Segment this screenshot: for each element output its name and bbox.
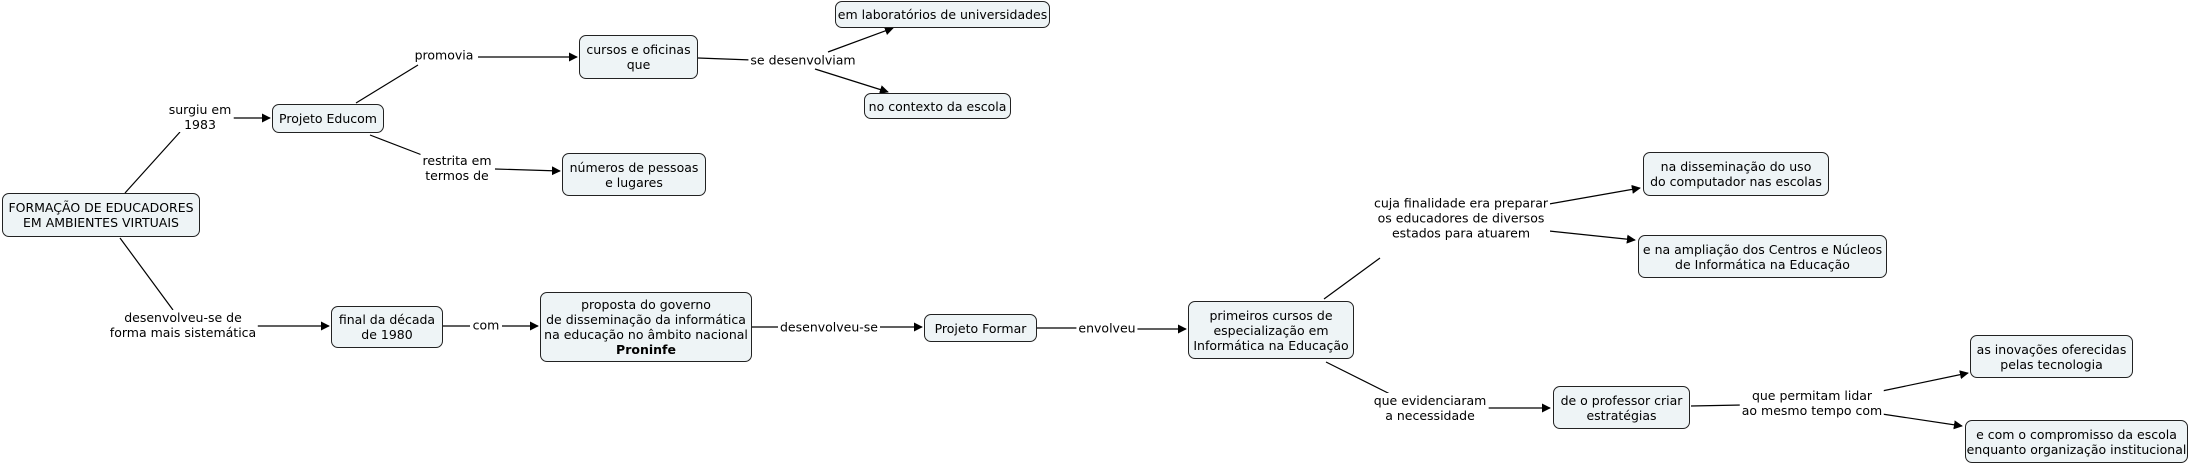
link-surgiu-line-2: 1983 xyxy=(184,117,216,132)
node-root-line-1: FORMAÇÃO DE EDUCADORES xyxy=(8,200,194,215)
edge-root-sistematica xyxy=(119,237,174,311)
edge-primeiros-evidenciaram xyxy=(1325,361,1391,395)
node-professor-estrategias[interactable]: de o professor criar estratégias xyxy=(1553,386,1690,429)
node-professor-line-1: de o professor criar xyxy=(1560,392,1683,408)
link-com: com xyxy=(470,317,502,333)
link-envolveu: envolveu xyxy=(1076,320,1138,336)
node-cursos-line-2: que xyxy=(626,57,651,72)
edge-finalidade-disseminacao xyxy=(1548,184,1641,205)
node-numeros-pessoas[interactable]: números de pessoas e lugares xyxy=(562,153,706,196)
link-permitam-line-1: que permitam lidar xyxy=(1751,388,1873,403)
link-restrita-line-1: restrita em xyxy=(422,153,492,168)
link-finalidade-line-1: cuja finalidade era preparar xyxy=(1374,195,1548,211)
node-projeto-formar[interactable]: Projeto Formar xyxy=(924,314,1037,342)
node-formar-line-1: Projeto Formar xyxy=(934,320,1027,336)
node-primeiros-line-3: Informática na Educação xyxy=(1193,337,1349,353)
link-sistematica-line-1: desenvolveu-se de xyxy=(124,310,242,325)
link-finalidade-line-3: estados para atuarem xyxy=(1391,225,1531,241)
node-proposta-line-2: de disseminação da informática xyxy=(546,312,746,327)
link-que-permitam: que permitam lidar ao mesmo tempo com xyxy=(1739,388,1885,418)
node-proposta-line-1: proposta do governo xyxy=(581,297,711,312)
edge-professor-permitam xyxy=(1690,404,1743,407)
node-final-line-2: de 1980 xyxy=(361,327,413,342)
edge-restrita-numeros xyxy=(494,166,561,176)
link-com-line-1: com xyxy=(472,317,500,333)
node-disseminacao-line-1: na disseminação do uso xyxy=(1660,159,1812,174)
link-cuja-finalidade: cuja finalidade era preparar os educador… xyxy=(1372,195,1550,241)
node-laboratorios[interactable]: em laboratórios de universidades xyxy=(835,1,1050,28)
link-restrita-line-2: termos de xyxy=(425,168,489,183)
edge-permitam-inovacoes xyxy=(1881,370,1969,392)
node-professor-line-2: estratégias xyxy=(1586,407,1657,423)
node-proposta-governo[interactable]: proposta do governo de disseminação da i… xyxy=(540,292,752,362)
link-desenvolveu-se: desenvolveu-se xyxy=(778,319,880,335)
node-proposta-line-3: na educação no âmbito nacional xyxy=(544,327,748,342)
node-contexto-line-1: no contexto da escola xyxy=(868,98,1007,114)
link-promovia: promovia xyxy=(412,47,476,63)
node-inovacoes[interactable]: as inovações oferecidas pelas tecnologia xyxy=(1970,335,2133,378)
node-ampliacao-centros[interactable]: e na ampliação dos Centros e Núcleos de … xyxy=(1638,235,1887,278)
node-numeros-line-2: e lugares xyxy=(605,174,663,190)
link-surgiu-em: surgiu em 1983 xyxy=(166,102,234,132)
link-permitam-line-2: ao mesmo tempo com xyxy=(1741,403,1883,418)
node-cursos-oficinas[interactable]: cursos e oficinas que xyxy=(579,35,698,79)
node-compromisso-line-1: e com o compromisso da escola xyxy=(1976,426,2177,442)
edge-cursos-desenvolviam xyxy=(697,57,753,61)
link-sistematica-line-2: forma mais sistemática xyxy=(109,325,257,340)
edge-desenvolviam-contexto xyxy=(814,68,889,94)
edge-primeiros-finalidade xyxy=(1323,257,1381,300)
link-que-evidenciaram: que evidenciaram a necessidade xyxy=(1371,393,1489,423)
node-primeiros-cursos[interactable]: primeiros cursos de especialização em In… xyxy=(1188,301,1354,359)
link-desenvolveu-sistematica: desenvolveu-se de forma mais sistemática xyxy=(107,310,259,340)
link-desenvolveu-line-1: desenvolveu-se xyxy=(780,319,878,335)
link-envolveu-line-1: envolveu xyxy=(1078,320,1136,336)
link-evidenciaram-line-2: a necessidade xyxy=(1385,408,1475,423)
link-desenvolviam-line-1: se desenvolviam xyxy=(750,52,856,68)
node-final-line-1: final da década xyxy=(338,312,436,327)
edge-educom-promovia xyxy=(355,64,419,104)
node-primeiros-line-2: especialização em xyxy=(1213,322,1329,338)
node-compromisso-line-2: enquanto organização institucional xyxy=(1966,441,2187,457)
node-compromisso-escola[interactable]: e com o compromisso da escola enquanto o… xyxy=(1965,420,2188,463)
link-promovia-line-1: promovia xyxy=(414,47,474,63)
node-ampliacao-line-1: e na ampliação dos Centros e Núcleos xyxy=(1642,241,1883,257)
edge-root-surgiu xyxy=(124,131,181,194)
node-root-line-2: EM AMBIENTES VIRTUAIS xyxy=(23,215,179,230)
node-inovacoes-line-1: as inovações oferecidas xyxy=(1976,341,2127,357)
node-educom-line-1: Projeto Educom xyxy=(279,111,377,126)
node-proposta-bold: Proninfe xyxy=(616,342,676,357)
link-finalidade-line-2: os educadores de diversos xyxy=(1377,210,1545,226)
link-evidenciaram-line-1: que evidenciaram xyxy=(1373,393,1487,408)
node-final-decada[interactable]: final da década de 1980 xyxy=(331,306,443,348)
node-ampliacao-line-2: de Informática na Educação xyxy=(1675,256,1850,272)
link-restrita-em: restrita em termos de xyxy=(420,153,494,183)
node-cursos-line-1: cursos e oficinas xyxy=(586,42,691,57)
node-disseminacao-uso[interactable]: na disseminação do uso do computador nas… xyxy=(1643,152,1829,196)
edge-finalidade-ampliacao xyxy=(1548,230,1636,244)
node-contexto-escola[interactable]: no contexto da escola xyxy=(864,93,1011,119)
link-se-desenvolviam: se desenvolviam xyxy=(748,52,858,68)
node-primeiros-line-1: primeiros cursos de xyxy=(1209,307,1333,323)
edge-desenvolviam-labs xyxy=(827,26,894,53)
node-labs-line-1: em laboratórios de universidades xyxy=(837,7,1048,22)
node-projeto-educom[interactable]: Projeto Educom xyxy=(272,104,384,133)
edge-educom-restrita xyxy=(369,134,423,156)
node-numeros-line-1: números de pessoas xyxy=(569,159,699,175)
node-inovacoes-line-2: pelas tecnologia xyxy=(2000,356,2103,372)
edge-permitam-compromisso xyxy=(1881,413,1963,430)
link-surgiu-line-1: surgiu em xyxy=(168,102,232,117)
node-root[interactable]: FORMAÇÃO DE EDUCADORES EM AMBIENTES VIRT… xyxy=(2,193,200,237)
node-disseminacao-line-2: do computador nas escolas xyxy=(1650,174,1822,189)
